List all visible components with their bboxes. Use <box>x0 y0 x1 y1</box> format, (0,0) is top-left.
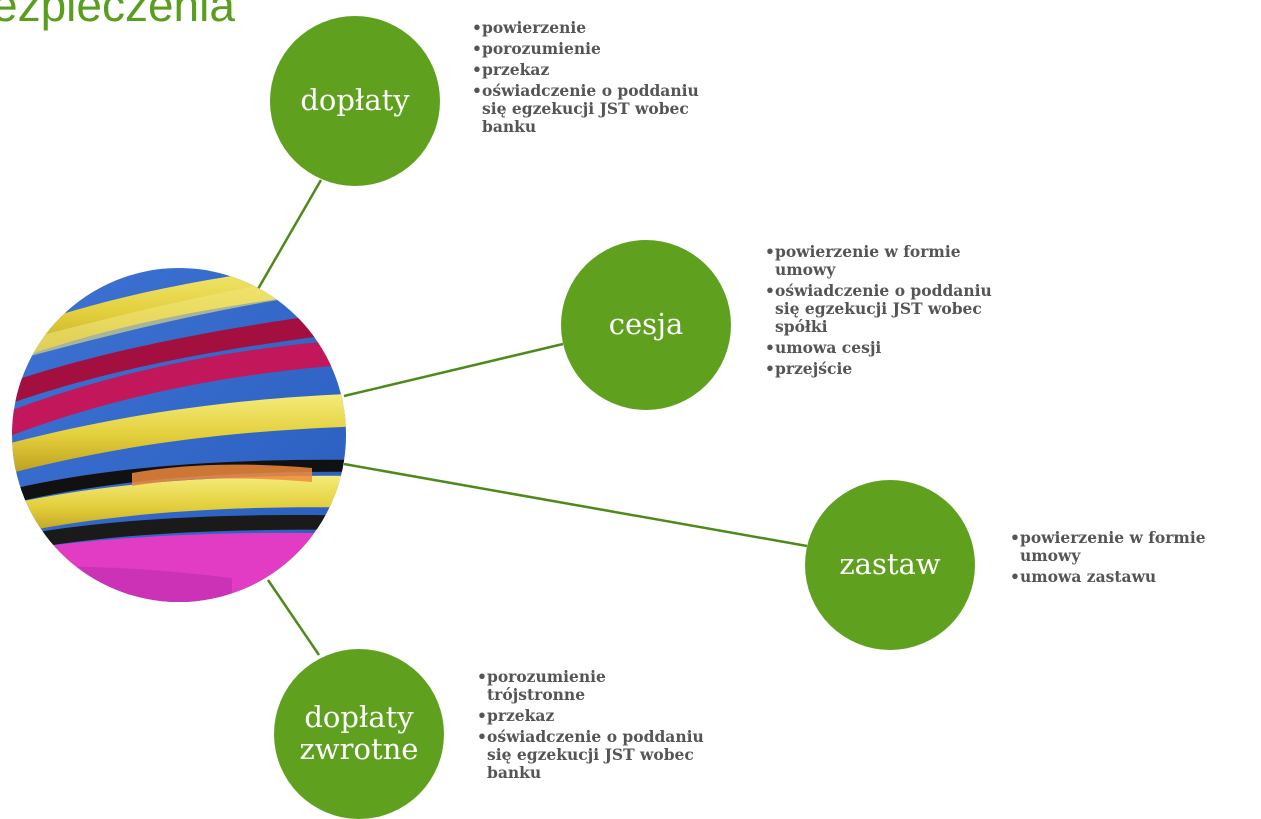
node-doplaty: dopłaty <box>270 16 440 186</box>
connector-doplaty-zwrotne <box>266 579 321 656</box>
list-item: umowa cesji <box>765 339 1065 358</box>
list-item: przekaz <box>477 707 777 726</box>
slide-title: ezpieczenia <box>0 0 235 31</box>
connector-zastaw <box>343 462 808 548</box>
bullet-list-cesja: powierzenie w formie umowy oświadczenie … <box>765 243 1065 381</box>
bullet-list-doplaty-zwrotne: porozumienie trójstronne przekaz oświadc… <box>477 668 777 785</box>
list-item: powierzenie <box>472 19 772 38</box>
list-item: porozumienie trójstronne <box>477 668 667 704</box>
connector-doplaty <box>256 179 323 290</box>
list-item: powierzenie w formie umowy <box>1010 529 1260 565</box>
bullet-list-zastaw: powierzenie w formie umowy umowa zastawu <box>1010 529 1260 589</box>
list-item: oświadczenie o poddaniu się egzekucji JS… <box>765 282 1015 336</box>
list-item: umowa zastawu <box>1010 568 1260 587</box>
node-doplaty-zwrotne: dopłaty zwrotne <box>274 649 444 819</box>
list-item: powierzenie w formie umowy <box>765 243 1015 279</box>
list-item: przejście <box>765 360 1065 379</box>
list-item: oświadczenie o poddaniu się egzekucji JS… <box>472 82 722 136</box>
node-zastaw: zastaw <box>805 480 975 650</box>
list-item: porozumienie <box>472 40 772 59</box>
ribbons-photo-icon <box>12 268 346 602</box>
list-item: przekaz <box>472 61 772 80</box>
connector-cesja <box>343 342 564 398</box>
node-cesja: cesja <box>561 240 731 410</box>
bullet-list-doplaty: powierzenie porozumienie przekaz oświadc… <box>472 19 772 139</box>
list-item: oświadczenie o poddaniu się egzekucji JS… <box>477 728 727 782</box>
